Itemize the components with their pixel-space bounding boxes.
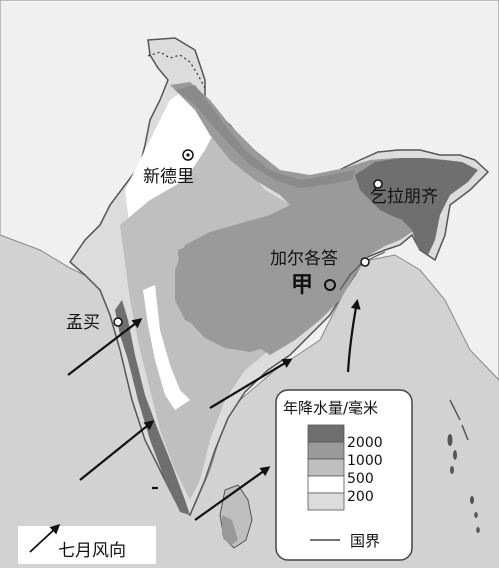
wind-arrow-4 bbox=[209, 358, 293, 409]
legend-label-200: 200 bbox=[347, 489, 374, 505]
label-cherrapunji: 乞拉朋齐 bbox=[370, 187, 438, 207]
zone-over-2000-north bbox=[175, 85, 355, 188]
city-mumbai: 孟买 bbox=[66, 313, 123, 333]
zone-jia-region bbox=[178, 205, 360, 352]
zone-over-2000-west bbox=[115, 300, 190, 515]
wind-arrow-2 bbox=[79, 420, 155, 481]
wind-arrow-6 bbox=[346, 299, 361, 373]
wind-legend-box bbox=[18, 526, 156, 564]
city-cherrapunji: 乞拉朋齐 bbox=[370, 179, 438, 207]
coastline-east bbox=[339, 251, 386, 291]
wind-legend-label: 七月风向 bbox=[58, 541, 126, 561]
legend-swatch-500-1000 bbox=[307, 458, 345, 477]
wind-legend: 七月风向 bbox=[18, 523, 156, 564]
legend-swatch-over-2000 bbox=[307, 424, 345, 443]
label-new-delhi: 新德里 bbox=[143, 167, 194, 187]
zone-over-2000-ne bbox=[355, 158, 478, 255]
city-new-delhi: 新德里 bbox=[143, 149, 194, 187]
legend-swatch-1000-2000 bbox=[307, 441, 345, 460]
legend-title: 年降水量/毫米 bbox=[283, 399, 378, 417]
zone-rain-shadow bbox=[143, 285, 190, 410]
label-kolkata: 加尔各答 bbox=[270, 249, 338, 269]
legend-swatch-under-200 bbox=[307, 492, 345, 511]
location-jia: 甲 bbox=[291, 273, 336, 298]
legend: 年降水量/毫米 2000 1000 500 200 国界 bbox=[275, 389, 413, 561]
legend-border-label: 国界 bbox=[350, 532, 380, 550]
wind-arrows bbox=[67, 299, 361, 521]
wind-legend-arrow bbox=[29, 523, 61, 553]
city-kolkata: 加尔各答 bbox=[270, 249, 370, 269]
legend-label-2000: 2000 bbox=[347, 435, 383, 451]
label-mumbai: 孟买 bbox=[66, 313, 100, 333]
legend-label-1000: 1000 bbox=[347, 453, 383, 469]
wind-arrow-5 bbox=[194, 466, 271, 521]
andaman-islands bbox=[447, 399, 480, 533]
label-jia: 甲 bbox=[291, 273, 313, 298]
legend-label-500: 500 bbox=[347, 471, 374, 487]
sri-lanka-wet-zone bbox=[222, 515, 238, 546]
legend-swatch-200-500 bbox=[307, 475, 345, 494]
wind-arrow-1 bbox=[67, 318, 143, 376]
